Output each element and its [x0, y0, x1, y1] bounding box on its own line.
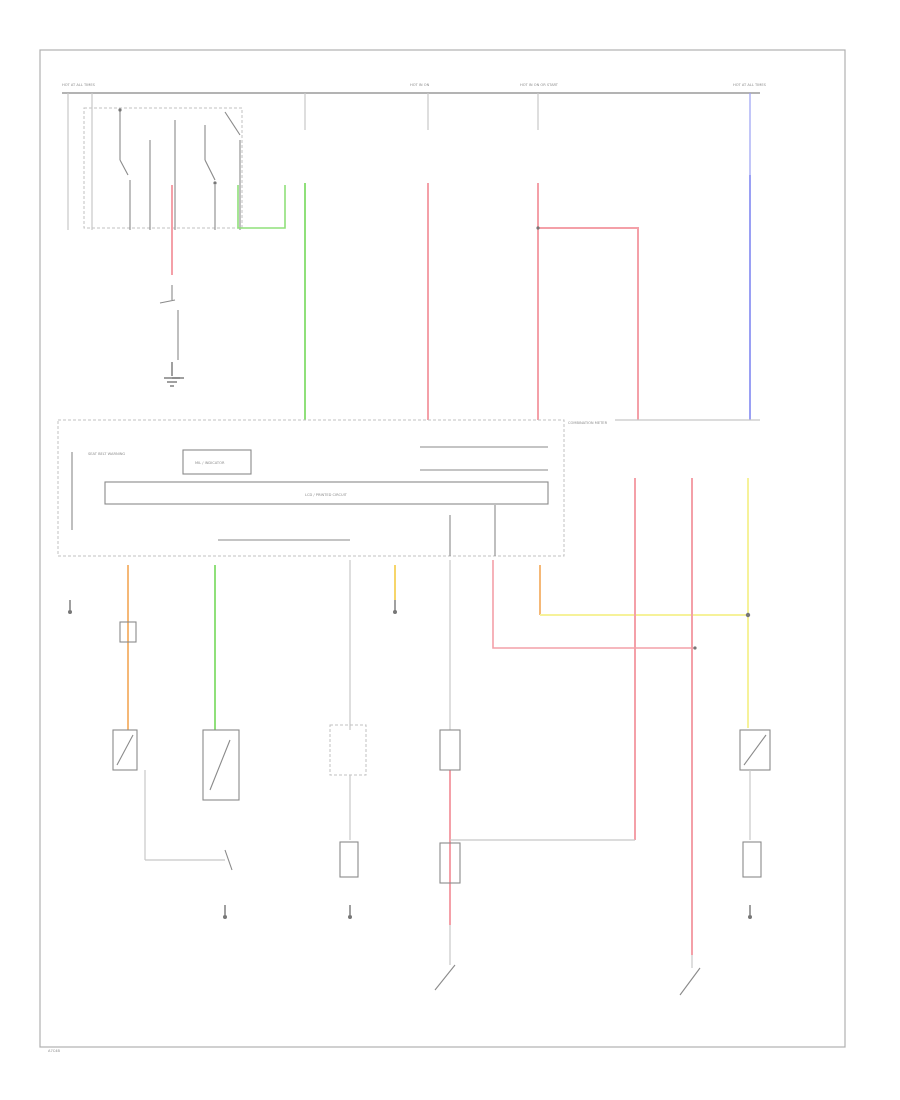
sensor-mid — [439, 729, 461, 884]
relay-center — [329, 724, 367, 878]
ignition-switch-block — [67, 93, 243, 230]
wire-red-branch — [538, 227, 639, 420]
ground-symbol-3 — [393, 600, 397, 614]
switch-right — [739, 729, 771, 878]
module-warning-label: SEAT BELT WARNING — [88, 452, 125, 456]
module-label: COMBINATION METER — [568, 421, 608, 425]
ground-symbol-6 — [748, 905, 752, 919]
wire-red-lower-branch — [492, 560, 695, 649]
module-subunit-label: LCD / PRINTED CIRCUIT — [305, 493, 348, 497]
junction-dot — [693, 646, 697, 650]
fuse-label-2: HOT IN ON — [410, 83, 430, 87]
bottom-switch-right — [679, 955, 701, 996]
fuse-label-3: HOT IN ON OR START — [520, 83, 559, 87]
seat-belt-switch — [112, 621, 225, 861]
ground-symbol-1 — [164, 362, 180, 387]
ground-symbol-5 — [348, 905, 352, 919]
diagram-frame — [39, 49, 846, 1048]
ground-symbol-4 — [223, 905, 227, 919]
junction-dot — [536, 226, 540, 230]
footer-code: A7C4B — [48, 1049, 61, 1053]
ground-symbol-2 — [68, 600, 72, 614]
module-display-label: MIL / INDICATOR — [195, 461, 225, 465]
buckle-switch — [202, 729, 240, 871]
fuse-label-1: HOT AT ALL TIMES — [62, 83, 96, 87]
fuse-label-4: HOT AT ALL TIMES — [733, 83, 767, 87]
door-switch-left — [159, 285, 184, 379]
combination-meter: COMBINATION METER SEAT BELT WARNING MIL … — [57, 419, 608, 557]
junction-dot — [745, 612, 751, 618]
wire-green-jumper — [237, 185, 286, 229]
bottom-switch-left — [434, 925, 456, 991]
